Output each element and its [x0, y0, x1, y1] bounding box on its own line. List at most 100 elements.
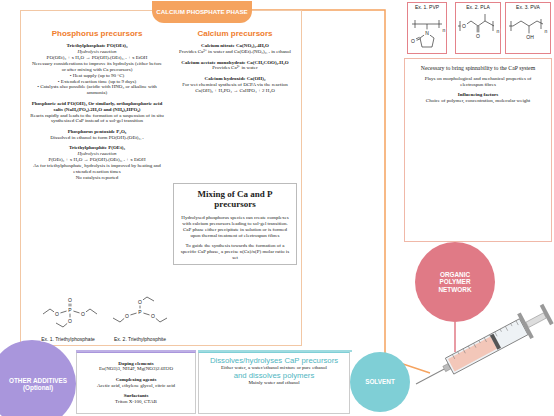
- body-text: No catalysis reported: [30, 175, 164, 181]
- atom-label: n: [442, 28, 446, 33]
- bond: [417, 39, 421, 41]
- bond: [156, 318, 160, 322]
- body-text: and dissolves polymers: [204, 371, 344, 380]
- heading-text: Ex. 1. PVP: [414, 5, 440, 11]
- body-text: PO(OEt)₃ + x H₂O → PO(OH)ₓ(OEt)₃₋ₓ + x E…: [30, 55, 164, 61]
- body-text: Reacts rapidly and leads to the formatio…: [30, 113, 164, 125]
- heading-text: SOLVENT: [365, 378, 395, 385]
- body-text: Calcium acetate monohydrate Ca(CH₃COO)₂.…: [174, 60, 296, 66]
- bond: [416, 37, 420, 39]
- heading-text: Calcium precursors: [174, 29, 296, 38]
- category-circle: ORGANIC POLYMER NETWORK: [415, 242, 495, 322]
- body-text: Choice of polymer, concentration, molecu…: [413, 98, 543, 104]
- bond: [439, 20, 440, 28]
- atom-label: O: [68, 298, 73, 303]
- info-box: Necessary to bring spinnability to the C…: [404, 58, 552, 242]
- info-box: Dissolves/hydrolyses CaP precursorsEithe…: [198, 352, 350, 414]
- bond: [86, 309, 90, 312]
- bond: [427, 24, 428, 29]
- bond: [537, 21, 543, 24]
- atom-label: O: [151, 314, 156, 319]
- process-box: Mixing of Ca and P precursorsHydrolysed …: [173, 183, 297, 265]
- polymer-example-box: Ex. 1. PVP: [407, 2, 447, 54]
- heading-text: Necessary to bring spinnability to the C…: [413, 65, 543, 72]
- body-text: Eu(NO3)3, NH4F, Mg(NO3)2.6H2O: [81, 366, 191, 372]
- bond: [485, 14, 486, 21]
- heading-text: CALCIUM PHOSPHATE PHASE: [152, 1, 252, 23]
- category-circle: OTHER ADDITIVES (Optional): [0, 340, 76, 416]
- body-text: Complexing agents: [81, 377, 191, 383]
- bond: [130, 313, 136, 315]
- example-label: Ex. 2. Triethylphosphite: [114, 337, 167, 342]
- bond: [420, 38, 422, 47]
- body-text: Hydrolysis reaction: [30, 151, 164, 157]
- bond: [529, 26, 530, 33]
- bond: [471, 21, 478, 26]
- atom-label: O: [81, 312, 86, 317]
- bond: [529, 21, 537, 26]
- atom-label: N: [425, 31, 430, 36]
- syringe: [409, 301, 554, 396]
- body-text: Dissolved in ethanol to form PO(OH)ₓ(OEt…: [30, 135, 164, 141]
- bond: [147, 297, 154, 301]
- atom-label: O: [476, 34, 481, 39]
- phase-panel: CALCIUM PHOSPHATE PHASEPhosphorus precur…: [20, 10, 302, 346]
- bond: [143, 297, 147, 300]
- category-circle: SOLVENT: [350, 352, 410, 412]
- body-text: Ca(OH)₂ + H₃PO₄ → CaHPO₄ + 2 H₂O: [174, 88, 296, 94]
- body-text: Hydrolysis reaction: [30, 49, 164, 55]
- bond: [50, 309, 54, 312]
- body-text: • Extended reaction time (up to 9 days): [30, 79, 164, 85]
- bond: [56, 323, 63, 327]
- bond: [113, 318, 120, 322]
- precursor-column: Calcium precursorsCalcium nitrate Ca(NO₃…: [171, 27, 299, 95]
- bond: [120, 318, 124, 322]
- bond: [420, 35, 424, 38]
- body-text: Provides Ca²⁺ in water and Ca(OEt)ₓ(NO₃)…: [174, 49, 296, 55]
- body-text: For wet chemical synthesis of DCPA via t…: [174, 82, 296, 88]
- info-box: Doping elementsEu(NO3)3, NH4F, Mg(NO3)2.…: [76, 352, 196, 414]
- bond: [422, 47, 432, 48]
- precursor-column: Phosphorus precursorsTriethylphosphate P…: [27, 27, 167, 182]
- atom-label: OH: [526, 35, 535, 40]
- body-text: Either water, a water/ethanol mixture or…: [204, 365, 344, 371]
- atom-label: O: [125, 314, 130, 319]
- bond: [511, 21, 512, 31]
- body-text: Triethylphosphate PO(OEt)₃: [30, 43, 164, 49]
- heading-text: Mixing of Ca and P precursors: [178, 189, 292, 210]
- heading-text: Dissolves/hydrolyses CaP precursors: [204, 356, 344, 365]
- body-text: • Heat supply (up to 90 °C): [30, 73, 164, 79]
- bond: [432, 38, 434, 47]
- body-text: Phosphoric acid PO(OH)₃ Or similarly, or…: [30, 101, 164, 113]
- body-text: Calcium hydroxide Ca(OH)₂: [174, 76, 296, 82]
- body-text: Surfactants: [81, 393, 191, 399]
- bond: [430, 35, 434, 38]
- bond: [70, 304, 71, 307]
- body-text: Calcium nitrate Ca(NO₃)₂.4H₂O: [174, 43, 296, 49]
- body-text: Provides Ca²⁺ in water: [174, 65, 296, 71]
- atom-label: P: [138, 310, 142, 315]
- heading-text: ORGANIC POLYMER NETWORK: [425, 271, 485, 293]
- bond: [43, 309, 50, 314]
- body-text: P(OEt)₃ + x H₂O → PO(OH)ₓ(OEt)₃₋ₓ + x Et…: [30, 157, 164, 163]
- atom-label: O: [411, 39, 416, 44]
- bond: [513, 21, 521, 26]
- bond: [160, 318, 167, 322]
- body-text: To guide the synthesis towards the forma…: [178, 243, 292, 261]
- atom-label: n: [496, 29, 500, 34]
- body-text: Influencing factors: [413, 92, 543, 98]
- bond: [415, 20, 416, 28]
- heading-text: Ex. 2. PLA: [465, 5, 491, 11]
- bond: [69, 304, 70, 307]
- heading-text: Phosphorus precursors: [30, 29, 164, 38]
- bond: [478, 26, 479, 32]
- body-text: Acetic acid, ethylene glycol, citric aci…: [81, 383, 191, 389]
- atom-label: O: [462, 24, 467, 29]
- bond: [493, 21, 494, 31]
- bond: [70, 314, 71, 318]
- atom-label: P: [68, 308, 72, 313]
- body-text: Necessary considerations to improve its …: [30, 61, 164, 73]
- atom-label: n: [544, 29, 548, 34]
- body-text: • Catalysts also possible (acidic with H…: [30, 84, 164, 96]
- bond: [478, 21, 485, 26]
